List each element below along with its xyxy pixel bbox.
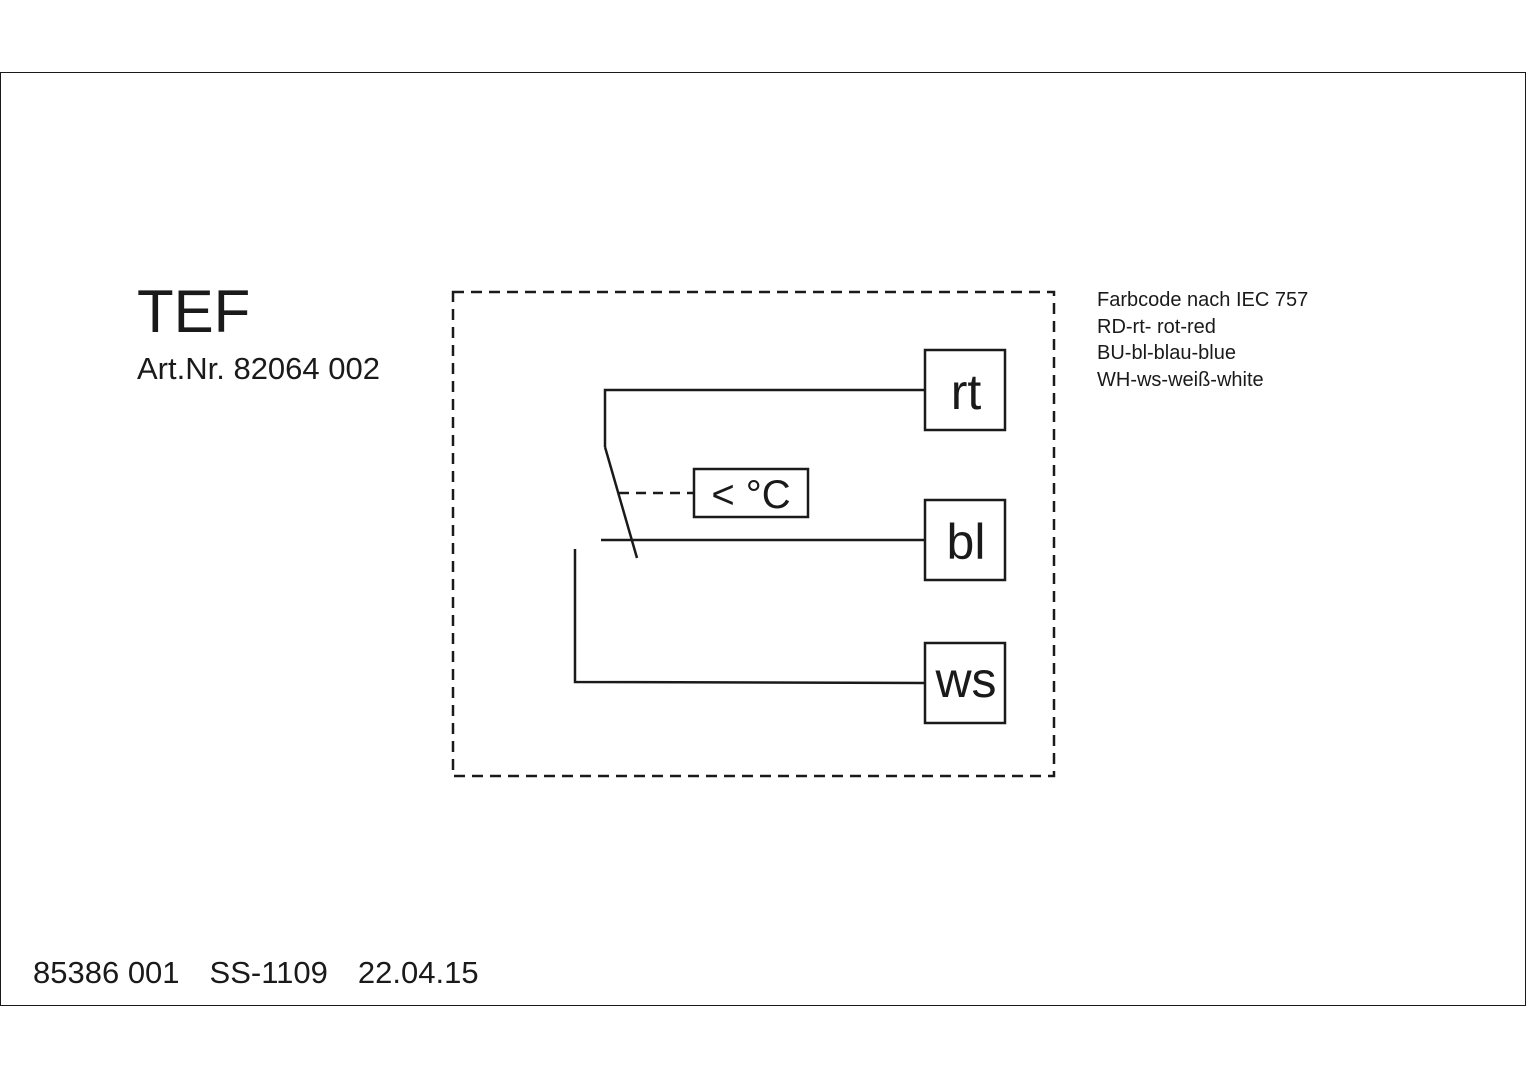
wire-ws (573, 549, 926, 685)
color-code-legend: Farbcode nach IEC 757 RD-rt- rot-red BU-… (1097, 287, 1308, 393)
terminal-bl-label: bl (947, 514, 986, 570)
footer-part-number: 85386 001 (33, 955, 180, 990)
footer-document-code: SS-1109 (209, 955, 328, 990)
footer-date: 22.04.15 (357, 955, 479, 990)
switch-blade (603, 446, 639, 559)
wire-rt (603, 388, 925, 447)
terminal-rt-label: rt (951, 364, 982, 420)
terminal-rt (923, 348, 1007, 432)
thermostat-label: < °C (711, 473, 790, 517)
article-number: Art.Nr. 82064 002 (137, 351, 380, 386)
device-title: TEF (137, 278, 251, 345)
housing-boundary (451, 290, 1056, 778)
thermostat-box (692, 467, 810, 519)
terminal-ws-label: ws (934, 652, 996, 708)
legend-line: Farbcode nach IEC 757 (1097, 289, 1309, 311)
legend-line: WH-ws-weiß-white (1097, 368, 1264, 391)
terminal-ws (923, 641, 1007, 725)
legend-line: RD-rt- rot-red (1097, 315, 1216, 338)
terminal-bl (923, 498, 1007, 582)
legend-line: BU-bl-blau-blue (1097, 342, 1236, 364)
drawing-frame (0, 72, 1526, 1006)
footer-info: 85386 001 SS-1109 22.04.15 (33, 957, 479, 988)
